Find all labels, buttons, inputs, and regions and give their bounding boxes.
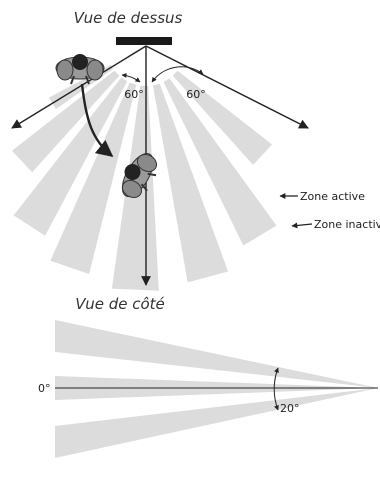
angle-zero-label: 0° <box>38 382 51 395</box>
detection-zone <box>152 83 229 283</box>
angle-left-label: 60° <box>124 88 144 101</box>
side-angle-arc <box>273 367 279 411</box>
sensor-bar <box>116 37 172 45</box>
top-view-title: Vue de dessus <box>74 9 183 27</box>
person-icon <box>121 153 158 199</box>
movement-arrow <box>80 83 114 158</box>
angle-spread-label: 20° <box>280 402 300 415</box>
side-zone-lower <box>55 388 378 458</box>
right-angle-arc <box>151 66 204 83</box>
left-boundary-arrow <box>11 45 147 129</box>
detection-zone <box>172 70 273 165</box>
right-boundary-arrow <box>145 45 309 129</box>
left-angle-arc <box>121 72 141 83</box>
top-view-zones <box>12 64 277 291</box>
zone-inactive-label: Zone inactive <box>314 218 380 231</box>
detection-zone <box>13 77 128 236</box>
side-view-title: Vue de côté <box>75 295 165 313</box>
angle-right-label: 60° <box>186 88 206 101</box>
zone-active-label: Zone active <box>300 190 365 203</box>
detection-zone <box>163 78 277 246</box>
side-zone-upper <box>55 320 378 388</box>
inactive-legend-arrow <box>291 222 313 229</box>
detection-zone <box>12 70 120 173</box>
person-icon <box>55 54 105 85</box>
detection-zone <box>50 82 137 274</box>
